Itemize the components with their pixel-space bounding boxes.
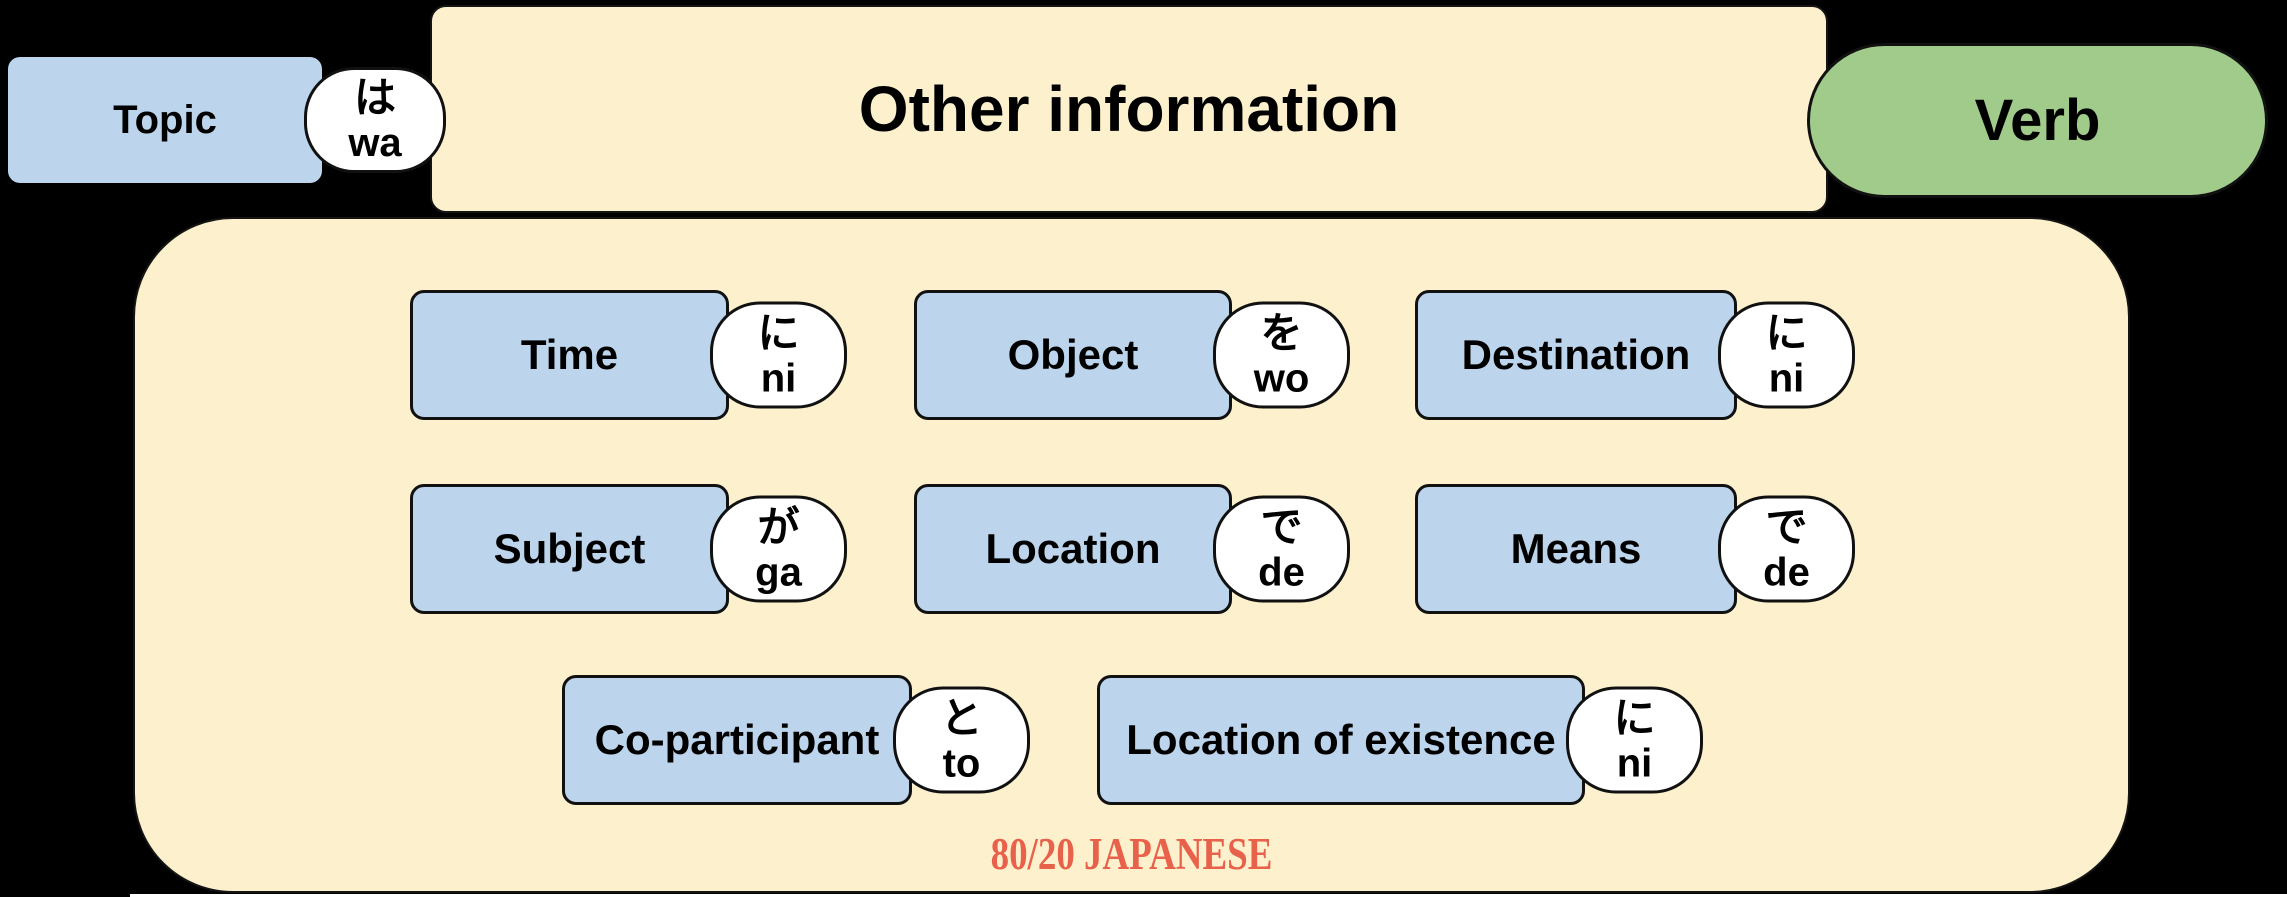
grid-box-label: Subject	[493, 525, 646, 572]
particle-bubble-ni: に ni	[1566, 686, 1703, 794]
other-information-box: Other information	[430, 5, 1828, 213]
grid-box-label: Means	[1510, 525, 1642, 572]
particle-bubble-wo: を wo	[1213, 301, 1350, 409]
verb-pill: Verb	[1807, 43, 2268, 198]
particle-kana: と	[940, 693, 983, 743]
grid-box-subject: Subject が ga	[410, 484, 847, 614]
particle-kana: を	[1260, 308, 1303, 358]
particle-romaji: ni	[1768, 356, 1805, 401]
particle-romaji: to	[942, 741, 981, 786]
grid-box-object: Object を wo	[914, 290, 1350, 420]
particle-kana: に	[1765, 308, 1808, 358]
topic-box: Topic は wa	[8, 57, 446, 183]
particle-bubble-ni: に ni	[710, 301, 847, 409]
particle-kana: で	[1260, 502, 1303, 552]
particle-romaji: ni	[1616, 741, 1653, 786]
topic-particle-bubble: は wa	[304, 67, 446, 173]
particle-kana: に	[757, 308, 800, 358]
grid-box-time: Time に ni	[410, 290, 847, 420]
topic-particle-kana: は	[353, 73, 396, 123]
particle-bubble-ni: に ni	[1718, 301, 1855, 409]
topic-label: Topic	[113, 97, 217, 142]
particle-romaji: de	[1258, 550, 1305, 595]
slide-bottom-edge	[130, 894, 2287, 897]
particle-bubble-de: で de	[1718, 495, 1855, 603]
verb-label: Verb	[1974, 88, 2101, 153]
particle-kana: で	[1765, 502, 1808, 552]
grid-box-label: Co-participant	[594, 716, 880, 763]
particle-bubble-ga: が ga	[710, 495, 847, 603]
topic-particle-romaji: wa	[348, 121, 402, 166]
grid-box-label: Time	[520, 331, 619, 378]
particle-kana: に	[1613, 693, 1656, 743]
grid-box-label: Destination	[1461, 331, 1691, 378]
brand-logo-text: 80/20 JAPANESE	[990, 829, 1273, 880]
grid-box-destination: Destination に ni	[1415, 290, 1855, 420]
particle-romaji: ni	[760, 356, 797, 401]
grid-box-label: Object	[1007, 331, 1139, 378]
grid-box-co-participant: Co-participant と to	[562, 675, 1030, 805]
other-information-label: Other information	[858, 73, 1400, 145]
particle-bubble-to: と to	[893, 686, 1030, 794]
grid-box-location-of-existence: Location of existence に ni	[1097, 675, 1703, 805]
grid-box-label: Location of existence	[1126, 716, 1556, 763]
particle-kana: が	[757, 502, 800, 552]
grid-box-means: Means で de	[1415, 484, 1855, 614]
other-information-detail-panel: Time に ni Object を wo Destination に ni S…	[133, 217, 2130, 893]
particle-romaji: ga	[755, 550, 802, 595]
grid-box-location: Location で de	[914, 484, 1350, 614]
particle-romaji: de	[1763, 550, 1810, 595]
grid-box-label: Location	[985, 525, 1161, 572]
particle-romaji: wo	[1253, 356, 1310, 401]
particle-bubble-de: で de	[1213, 495, 1350, 603]
